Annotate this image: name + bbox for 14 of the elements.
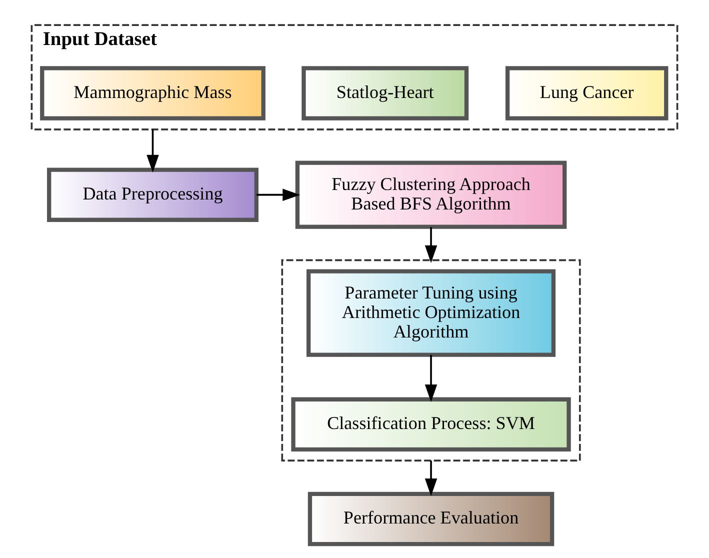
node-box: Data Preprocessing bbox=[47, 168, 258, 222]
node-box: Lung Cancer bbox=[505, 66, 668, 120]
node-box: Statlog-Heart bbox=[302, 66, 469, 120]
node-box: Mammographic Mass bbox=[40, 66, 266, 120]
arrow bbox=[424, 460, 438, 496]
node-box: Classification Process: SVM bbox=[291, 397, 571, 452]
arrow bbox=[146, 129, 159, 172]
arrow bbox=[424, 354, 438, 402]
node-box: Fuzzy Clustering Approach Based BFS Algorithm bbox=[295, 160, 567, 229]
cluster bbox=[281, 259, 581, 462]
arrow bbox=[256, 188, 300, 201]
node-box: Performance Evaluation bbox=[308, 492, 554, 546]
arrow bbox=[424, 227, 438, 263]
node-box: Parameter Tuning using Arithmetic Optimization Algorithm bbox=[306, 269, 556, 357]
